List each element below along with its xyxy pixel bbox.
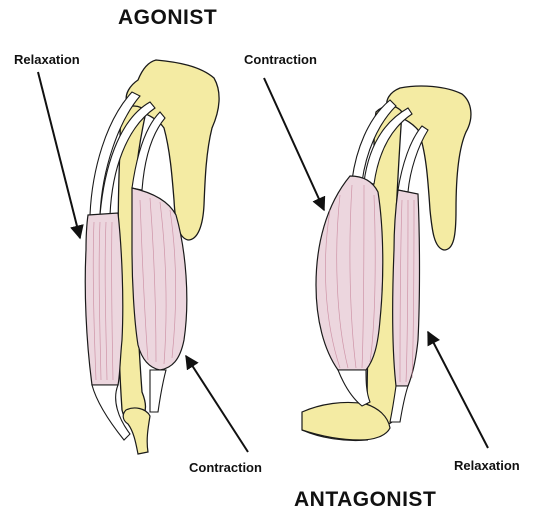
right-forearm <box>301 401 391 441</box>
title-agonist: AGONIST <box>118 6 218 29</box>
arrow-left-contraction <box>185 354 249 453</box>
arrow-left-relaxation <box>37 71 84 240</box>
arrow-right-relaxation <box>427 330 489 449</box>
label-left-contraction: Contraction <box>189 460 262 475</box>
label-right-relaxation: Relaxation <box>454 458 520 473</box>
left-forearm <box>122 407 151 455</box>
arrow-right-contraction <box>263 77 326 212</box>
right-contracted-muscle <box>315 175 384 371</box>
left-arm <box>84 59 220 455</box>
left-relaxed-muscle <box>84 212 124 386</box>
right-arm <box>301 85 472 442</box>
label-left-relaxation: Relaxation <box>14 52 80 67</box>
title-antagonist: ANTAGONIST <box>294 488 437 511</box>
label-right-contraction: Contraction <box>244 52 317 67</box>
right-relaxed-muscle <box>392 189 421 387</box>
